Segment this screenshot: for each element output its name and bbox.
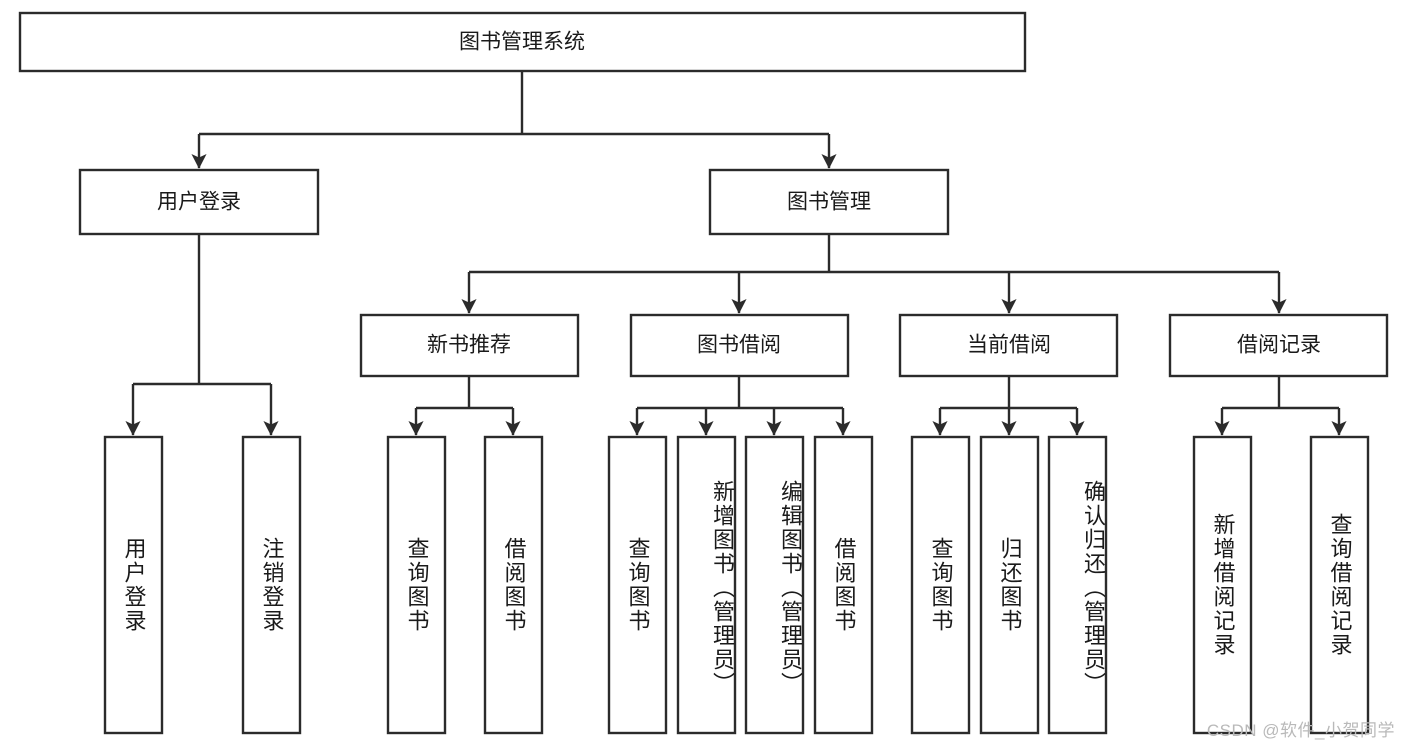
- node-box-leaf-query-record[interactable]: [1309, 435, 1370, 735]
- node-box-leaf-query-book-3[interactable]: [910, 435, 971, 735]
- node-box-leaf-add-book[interactable]: [676, 435, 737, 735]
- nodes-group: 图书管理系统 用户登录 图书管理 新书推荐 图书借阅 当前借阅 借阅记录: [18, 11, 1389, 735]
- node-box-book-manage[interactable]: [708, 168, 950, 236]
- node-box-leaf-query-book-1[interactable]: [386, 435, 447, 735]
- watermark-text: CSDN @软件_小贺同学: [1206, 721, 1395, 740]
- node-box-borrow-record[interactable]: [1168, 313, 1389, 378]
- node-label-user-login: 用户登录: [157, 191, 241, 214]
- node-box-leaf-user-logout[interactable]: [241, 435, 302, 735]
- edges-group: [125, 71, 1347, 436]
- node-box-leaf-confirm-return[interactable]: [1047, 435, 1108, 735]
- node-label-current-borrow: 当前借阅: [967, 334, 1051, 357]
- node-label-root: 图书管理系统: [459, 31, 585, 54]
- node-box-leaf-return-book[interactable]: [979, 435, 1040, 735]
- node-label-book-borrow: 图书借阅: [697, 334, 781, 357]
- node-box-root[interactable]: [18, 11, 1027, 73]
- node-box-leaf-query-book-2[interactable]: [607, 435, 668, 735]
- node-label-book-manage: 图书管理: [787, 191, 871, 214]
- node-box-book-borrow[interactable]: [629, 313, 850, 378]
- node-box-leaf-edit-book[interactable]: [744, 435, 805, 735]
- node-box-current-borrow[interactable]: [898, 313, 1119, 378]
- node-box-user-login[interactable]: [78, 168, 320, 236]
- node-box-leaf-borrow-book-1[interactable]: [483, 435, 544, 735]
- node-label-new-book-recommend: 新书推荐: [427, 334, 511, 357]
- node-box-new-book-recommend[interactable]: [359, 313, 580, 378]
- node-box-leaf-borrow-book-2[interactable]: [813, 435, 874, 735]
- node-label-borrow-record: 借阅记录: [1237, 334, 1321, 357]
- node-box-leaf-user-login[interactable]: [103, 435, 164, 735]
- node-box-leaf-add-record[interactable]: [1192, 435, 1253, 735]
